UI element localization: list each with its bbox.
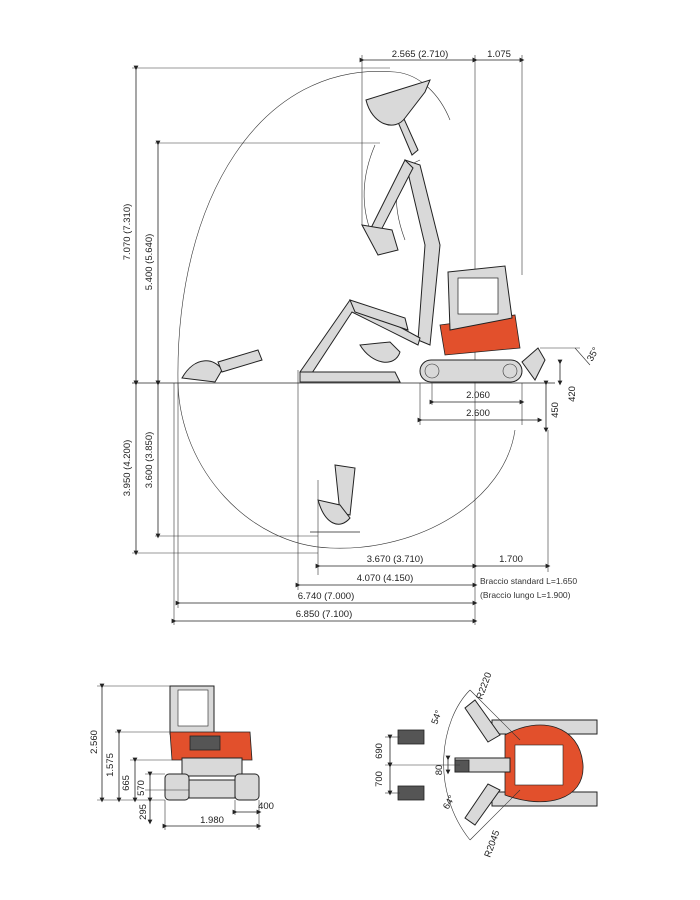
dim-max-height: 7.070 (7.310) <box>122 204 133 261</box>
track <box>419 359 523 383</box>
dim-vertical-dig-depth: 3.600 (3.850) <box>144 432 155 489</box>
top-arm-left <box>464 699 501 743</box>
dim-front-shoe-width: 400 <box>258 801 274 812</box>
dim-front-track-width: 1.980 <box>200 815 224 826</box>
dim-front-body-height: 1.575 <box>105 753 116 777</box>
dim-max-reach: 6.850 (7.100) <box>296 609 353 620</box>
dim-blade-lift: 420 <box>567 386 578 402</box>
dim-swing-angle-right: 64° <box>441 793 458 811</box>
front-track-left <box>164 773 190 801</box>
bucket-top-left <box>397 729 425 745</box>
dim-top-offset-right: 700 <box>374 771 385 787</box>
dim-top-rear: 1.075 <box>487 49 511 60</box>
dim-front-swing-radius: R2220 <box>474 671 494 701</box>
dim-front-ground-clearance: 295 <box>138 804 149 820</box>
boom-raised <box>404 159 441 346</box>
dim-min-swing-radius: 3.670 (3.710) <box>367 554 424 565</box>
dim-top-offset-left: 690 <box>374 743 385 759</box>
dim-front-track-height: 570 <box>136 780 147 796</box>
dim-max-dig-depth: 3.950 (4.200) <box>122 440 133 497</box>
reach-envelope <box>177 70 516 549</box>
dim-reach-dig: 4.070 (4.150) <box>357 573 414 584</box>
dim-reach-ground: 6.740 (7.000) <box>298 591 355 602</box>
front-view: 2.560 1.575 665 570 295 1.980 400 <box>89 683 274 830</box>
bucket-top <box>365 79 431 126</box>
dim-blade-angle: 35° <box>585 345 602 363</box>
top-view: 690 700 80 54° 64° R2220 R2045 <box>374 671 598 859</box>
bucket-deep <box>317 499 351 525</box>
dim-top-center-offset: 80 <box>434 765 445 776</box>
excavator-side <box>181 79 546 533</box>
dim-blade-drop: 450 <box>550 402 561 418</box>
top-arm-right <box>464 783 501 826</box>
bucket-mid <box>359 341 401 363</box>
dim-track-length: 2.600 <box>466 408 490 419</box>
arm-deep <box>334 464 356 516</box>
dim-rear-radius: 1.700 <box>499 554 523 565</box>
dim-rear-swing-radius: R2045 <box>482 829 502 859</box>
dim-top-front-radius: 2.565 (2.710) <box>392 49 449 60</box>
bucket-far <box>181 360 223 383</box>
front-track-right <box>234 773 260 801</box>
side-view: 7.070 (7.310) 5.400 (5.640) 3.950 (4.200… <box>122 49 602 625</box>
dim-tumbler-distance: 2.060 <box>466 390 490 401</box>
dozer-blade <box>521 347 546 381</box>
dim-swing-angle-left: 54° <box>429 709 444 726</box>
bucket-top-right <box>397 785 425 801</box>
dim-front-overall-height: 2.560 <box>89 730 100 754</box>
note-standard-arm: Braccio standard L=1.650 <box>480 576 577 586</box>
note-long-arm: (Braccio lungo L=1.900) <box>480 590 571 600</box>
dim-dump-height: 5.400 (5.640) <box>144 234 155 291</box>
dim-front-counterweight: 665 <box>121 775 132 791</box>
